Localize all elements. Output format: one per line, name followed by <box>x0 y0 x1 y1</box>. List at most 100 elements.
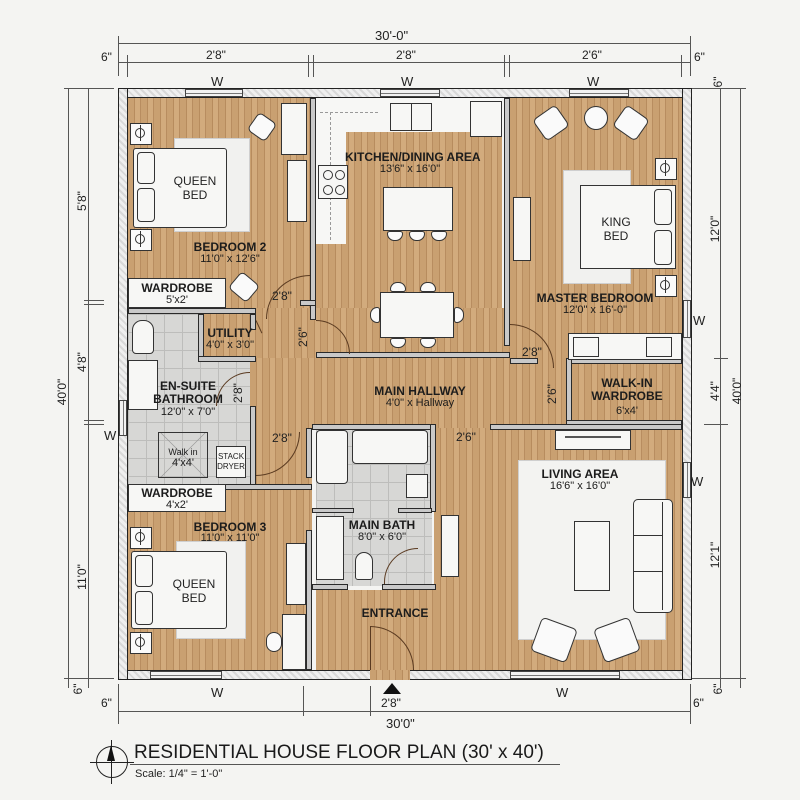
dining-chair <box>390 282 406 292</box>
door-width: 2'6" <box>545 384 559 404</box>
bathtub-icon <box>352 430 428 464</box>
dim-extension <box>118 36 119 76</box>
stove-icon <box>318 165 348 199</box>
nightstand-lamp-icon <box>130 527 152 549</box>
dim-extension <box>308 55 309 77</box>
tv-dresser <box>513 197 531 261</box>
dim-extension <box>690 36 691 76</box>
dining-table <box>380 292 454 338</box>
overall-width-line <box>118 43 690 44</box>
north-pointer-icon <box>107 745 115 761</box>
pillow <box>135 591 153 625</box>
room-label: BEDROOM 3 <box>193 520 267 534</box>
dim-extension <box>64 678 114 679</box>
dim-extension <box>84 424 104 425</box>
bathtub-icon <box>316 430 348 484</box>
pillow <box>654 230 672 265</box>
burner-icon <box>335 170 345 180</box>
sofa-cushion <box>633 571 663 572</box>
label-line1: WALK-IN <box>601 376 653 390</box>
dim-extension <box>370 686 371 716</box>
floor-utility <box>204 314 250 356</box>
label-line2: DRYER <box>217 462 245 471</box>
wall-kitchen-master <box>504 98 510 346</box>
washer-icon <box>406 474 428 498</box>
dresser-tv <box>286 543 306 605</box>
dim-extension <box>303 686 304 716</box>
room-size: 12'0" x 16'-0" <box>563 304 627 316</box>
room-size: 13'6" x 16'0" <box>379 163 441 175</box>
window-bedroom2 <box>185 89 243 97</box>
north-arrow-line <box>90 762 134 763</box>
plan-scale: Scale: 1/4" = 1'-0" <box>135 768 223 780</box>
coffee-table <box>574 521 610 591</box>
dining-chair <box>420 282 436 292</box>
bottom-overall: 30'0" <box>386 716 415 731</box>
wall-bath-bottom-right <box>382 584 436 590</box>
room-label: BEDROOM 2 <box>193 240 267 254</box>
floor-walkin <box>572 364 682 420</box>
segment-width-line <box>118 62 690 63</box>
pillow <box>137 152 155 184</box>
window-tag: W <box>587 74 600 89</box>
plan-title: RESIDENTIAL HOUSE FLOOR PLAN (30' x 40') <box>134 742 544 763</box>
outer-wall-left <box>118 88 128 680</box>
dim-extension <box>84 304 104 305</box>
label-line2: WARDROBE <box>591 389 663 403</box>
nightstand-lamp-icon <box>655 158 677 180</box>
bed-label-line1: QUEEN <box>172 577 216 591</box>
right-segment-2: 4'4" <box>708 381 722 401</box>
dim-extension <box>704 424 728 425</box>
dim-extension <box>127 55 128 77</box>
room-label: KITCHEN/DINING AREA <box>345 150 481 164</box>
refrigerator <box>470 101 502 137</box>
label-line2: BATHROOM <box>153 392 223 406</box>
overall-height-line <box>740 88 741 688</box>
right-segment-3: 12'1" <box>708 541 722 569</box>
dining-chair <box>370 307 380 323</box>
room-label: MAIN HALLWAY <box>374 384 466 398</box>
bed-label-line2: BED <box>182 188 208 202</box>
shower-size: 4'x4' <box>172 457 194 469</box>
overall-width-label: 30'-0" <box>375 28 409 43</box>
right-bottom-margin: 6" <box>711 683 725 695</box>
title-underline <box>130 764 560 765</box>
wall-bedroom2-bottom <box>128 308 256 314</box>
wall-bedroom3-right <box>306 530 312 670</box>
nightstand-lamp-icon <box>130 229 152 251</box>
door-width: 2'8" <box>272 431 292 445</box>
burner-icon <box>335 185 345 195</box>
sink-divider <box>411 104 412 130</box>
toilet-icon <box>132 320 154 354</box>
wall-utility-bottom <box>198 356 256 362</box>
room-label: LIVING AREA <box>541 467 619 481</box>
nightstand-lamp-icon <box>130 632 152 654</box>
window-ensuite <box>119 400 127 436</box>
wardrobe-bedroom3 <box>128 484 226 512</box>
tv-icon <box>565 436 621 438</box>
overall-width-line <box>118 711 690 712</box>
vanity-sink-icon <box>316 516 344 580</box>
nightstand-lamp-icon <box>655 275 677 297</box>
walk-in-shower <box>158 432 208 478</box>
top-segment-3: 2'6" <box>582 48 602 62</box>
dim-extension <box>690 678 746 679</box>
wardrobe-bedroom2 <box>128 278 226 308</box>
left-segment-1: 5'8" <box>75 191 89 211</box>
burner-icon <box>323 170 333 180</box>
dim-extension <box>509 55 510 77</box>
kitchen-island <box>383 187 453 231</box>
room-size: 12'0" x 7'0" <box>160 406 216 418</box>
top-left-margin: 6" <box>101 50 112 64</box>
sofa-cushion <box>633 535 663 536</box>
wall-bedroom2-kitchen <box>310 98 316 320</box>
tv-console <box>555 430 631 450</box>
sink-icon <box>573 337 599 357</box>
desk <box>281 103 307 155</box>
sofa <box>633 499 673 613</box>
entrance-threshold <box>370 670 410 680</box>
left-segment-3: 11'0" <box>75 564 89 590</box>
